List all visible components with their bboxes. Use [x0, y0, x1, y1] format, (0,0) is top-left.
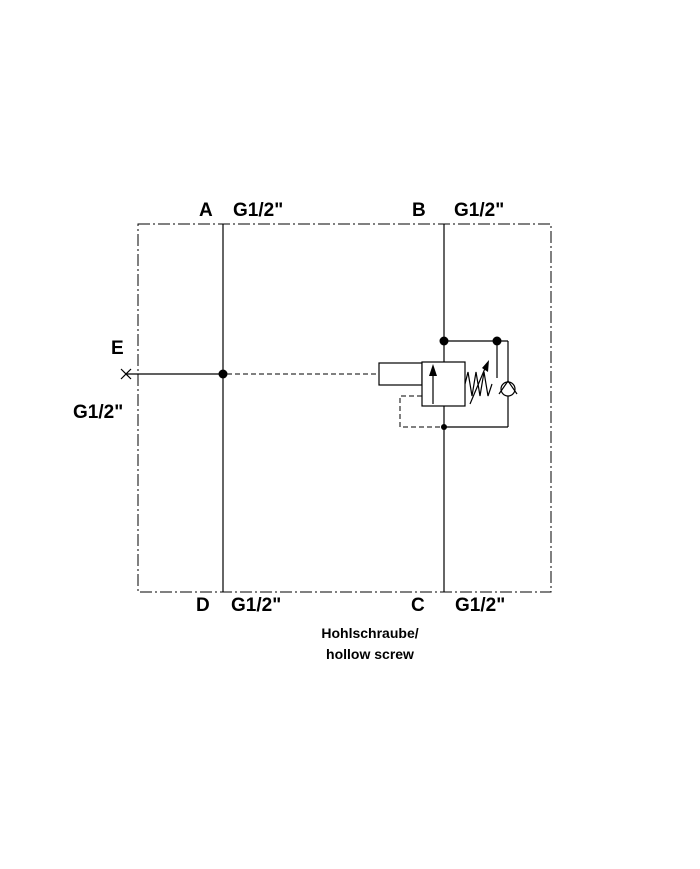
port-e-thread: G1/2"	[73, 402, 123, 423]
port-c-label: C	[411, 595, 425, 616]
flow-arrow-head	[429, 364, 437, 376]
junction-dot-c	[441, 424, 447, 430]
port-b-label: B	[412, 200, 426, 221]
adjustable-spring	[464, 360, 493, 405]
note-line-1: Hohlschraube/	[321, 625, 418, 641]
block-outline	[137, 223, 552, 593]
port-c-thread: G1/2"	[455, 595, 505, 616]
port-b-thread: G1/2"	[454, 200, 504, 221]
internal-pilot-loop	[399, 395, 440, 428]
port-e-cross	[120, 368, 132, 380]
port-e-label: E	[111, 338, 124, 359]
port-a-thread: G1/2"	[233, 200, 283, 221]
check-valve	[498, 341, 518, 427]
port-d-label: D	[196, 595, 210, 616]
junction-dot-a	[218, 369, 228, 379]
port-d-thread: G1/2"	[231, 595, 281, 616]
port-a-label: A	[199, 200, 213, 221]
pilot-actuator	[378, 362, 423, 386]
note-line-2: hollow screw	[326, 646, 414, 662]
pressure-valve	[421, 361, 466, 407]
